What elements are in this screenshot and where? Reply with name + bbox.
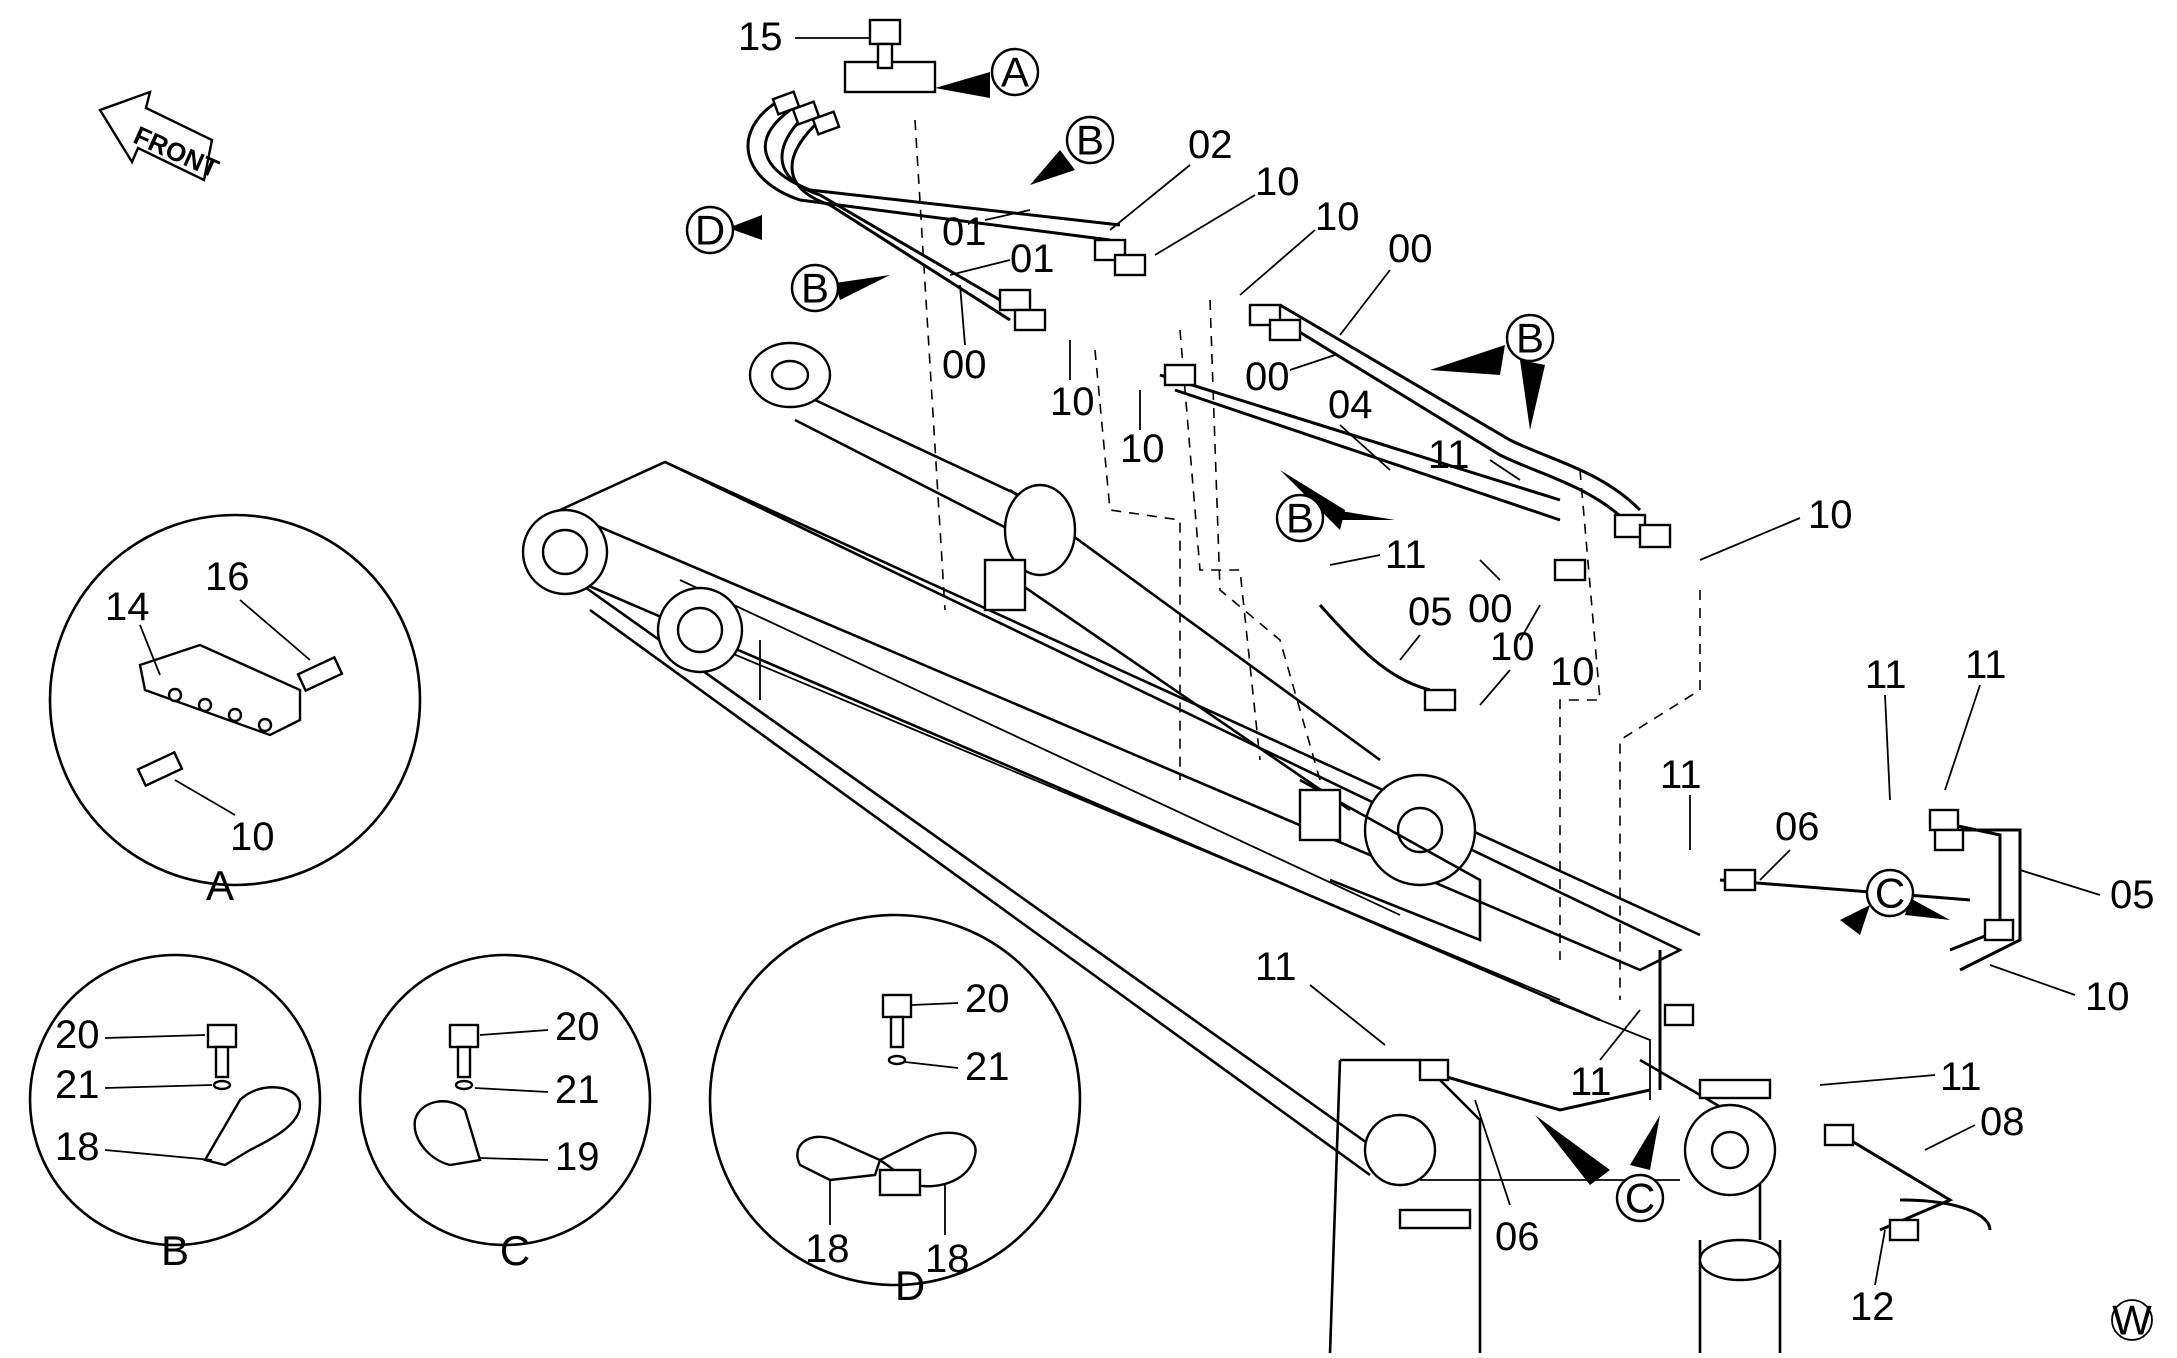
part-label-08: 08 [1980, 1100, 2025, 1144]
part-label-10b: 10 [1315, 195, 1360, 239]
part-label-01b: 01 [1010, 237, 1055, 281]
detail-c-label-21: 21 [555, 1068, 600, 1112]
part-label-05b: 05 [2110, 873, 2155, 917]
detail-c-caption: C [500, 1227, 530, 1274]
detail-a: A 14 16 10 [48, 513, 422, 909]
part-label-15: 15 [738, 15, 783, 59]
detail-a-label-14: 14 [105, 585, 150, 629]
detail-d-caption: D [895, 1262, 925, 1309]
detail-b-caption: B [161, 1227, 189, 1274]
part-label-11b: 11 [1385, 533, 1427, 577]
part-label-11g: 11 [1570, 1060, 1612, 1104]
part-label-05a: 05 [1408, 590, 1453, 634]
hose-lines [746, 98, 2022, 1232]
part-label-10d: 10 [1120, 427, 1165, 471]
part-label-11f: 11 [1255, 945, 1297, 989]
detail-c-label-19: 19 [555, 1135, 600, 1179]
part-label-11c: 11 [1865, 653, 1907, 697]
part-label-01a: 01 [942, 210, 987, 254]
detail-d-label-20: 20 [965, 977, 1010, 1021]
part-label-11h: 11 [1940, 1055, 1982, 1099]
fittings [771, 60, 2015, 1242]
detail-b-label-18: 18 [55, 1125, 100, 1169]
part-label-10f: 10 [1490, 625, 1535, 669]
detail-d-label-21: 21 [965, 1045, 1010, 1089]
part-label-11d: 11 [1965, 643, 2007, 687]
part-label-12: 12 [1850, 1285, 1895, 1329]
callout-c-1: C [1875, 870, 1905, 917]
boom-structure [521, 341, 1782, 1354]
callout-b-4: B [1286, 495, 1314, 542]
callout-b-3: B [1516, 315, 1544, 362]
part-label-02: 02 [1188, 123, 1233, 167]
callout-a: A [1001, 49, 1029, 96]
detail-b-label-20: 20 [55, 1013, 100, 1057]
callout-b-2: B [801, 265, 829, 312]
part-label-10a: 10 [1255, 160, 1300, 204]
part-label-10h: 10 [2085, 975, 2130, 1019]
detail-d-label-18a: 18 [805, 1227, 850, 1271]
callout-d: D [695, 207, 725, 254]
part-label-06a: 06 [1775, 805, 1820, 849]
part-label-04: 04 [1328, 383, 1373, 427]
part-label-10c: 10 [1050, 380, 1095, 424]
callout-c-2: C [1625, 1175, 1655, 1222]
part-label-10g: 10 [1550, 650, 1595, 694]
part-label-10e: 10 [1808, 493, 1853, 537]
callout-b-1: B [1076, 117, 1104, 164]
detail-c: C 20 21 19 [358, 953, 652, 1274]
part-label-11a: 11 [1428, 433, 1470, 477]
part-label-00a: 00 [942, 343, 987, 387]
part-label-11e: 11 [1660, 753, 1702, 797]
detail-b-label-21: 21 [55, 1063, 100, 1107]
corner-mark-letter: W [2112, 1297, 2152, 1344]
part-label-00b: 00 [1388, 227, 1433, 271]
detail-a-caption: A [206, 862, 234, 909]
part-label-00d: 00 [1468, 587, 1513, 631]
part-number-labels: 15 02 01 01 00 10 10 00 00 10 10 04 11 1… [738, 15, 2155, 1329]
part-label-00c: 00 [1245, 355, 1290, 399]
detail-c-label-20: 20 [555, 1005, 600, 1049]
detail-b: B 20 21 18 [28, 953, 322, 1274]
part-label-06b: 06 [1495, 1215, 1540, 1259]
detail-a-label-10: 10 [230, 815, 275, 859]
corner-mark: W [2111, 1297, 2153, 1344]
front-direction-arrow: FRONT [98, 90, 223, 184]
detail-d: D 20 21 18 18 [708, 913, 1082, 1309]
detail-a-label-16: 16 [205, 555, 250, 599]
detail-d-label-18b: 18 [925, 1237, 970, 1281]
detail-callouts: A B D B B B C C [685, 47, 1950, 1223]
